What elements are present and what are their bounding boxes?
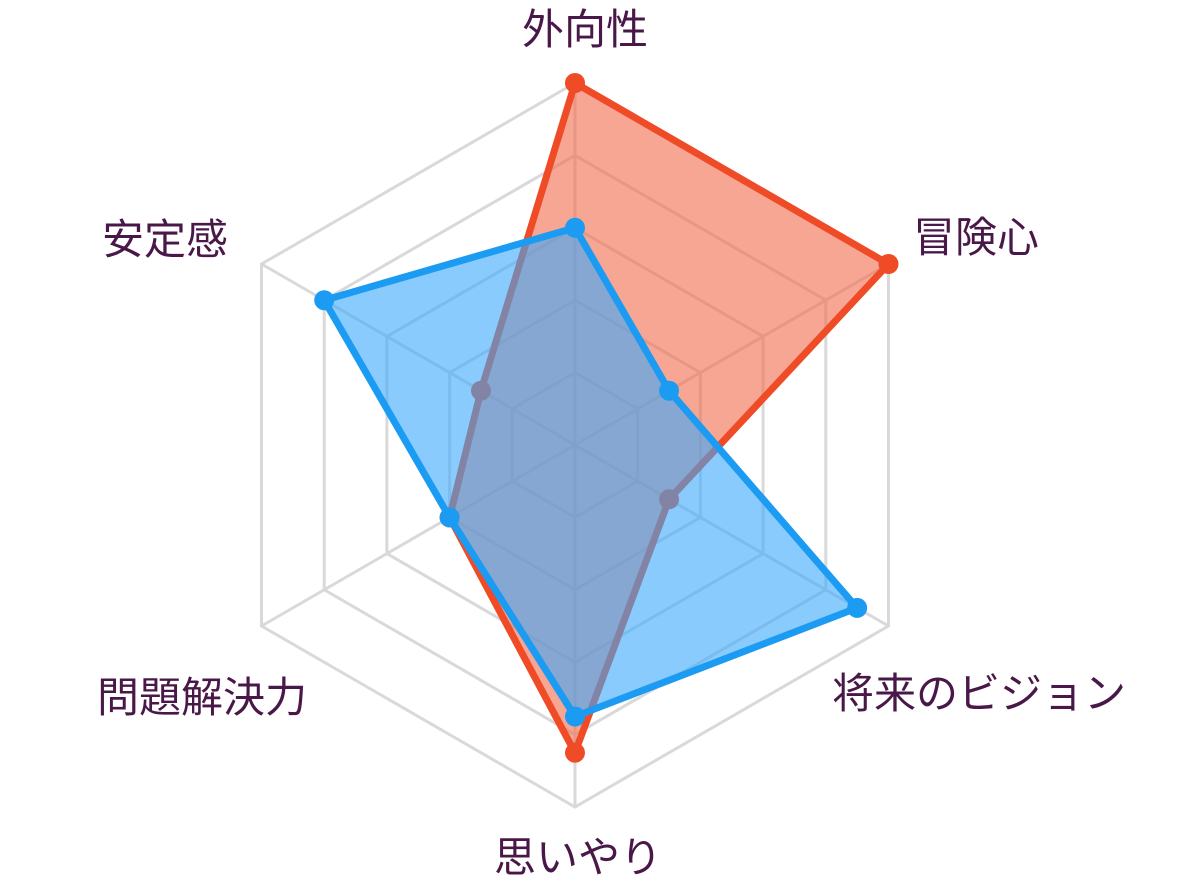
series-2-point-4[interactable] bbox=[565, 706, 585, 727]
series-layer bbox=[314, 73, 899, 763]
series-2-point-6[interactable] bbox=[314, 290, 335, 311]
series-2-point-3[interactable] bbox=[847, 597, 868, 618]
series-1-point-4[interactable] bbox=[565, 742, 585, 763]
axis-label-2: 冒険心 bbox=[913, 213, 1039, 262]
axis-label-5: 問題解決力 bbox=[97, 673, 307, 722]
axis-label-1: 外向性 bbox=[522, 5, 648, 54]
series-2-point-2[interactable] bbox=[659, 380, 680, 401]
axis-label-6: 安定感 bbox=[102, 215, 228, 264]
axis-label-4: 思いやり bbox=[494, 833, 662, 882]
series-2-point-1[interactable] bbox=[565, 217, 585, 238]
series-2 bbox=[314, 217, 868, 727]
series-2-point-5[interactable] bbox=[439, 507, 460, 528]
series-1-point-1[interactable] bbox=[565, 73, 585, 93]
axis-label-3: 将来のビジョン bbox=[832, 669, 1126, 718]
series-1-point-2[interactable] bbox=[878, 254, 899, 274]
